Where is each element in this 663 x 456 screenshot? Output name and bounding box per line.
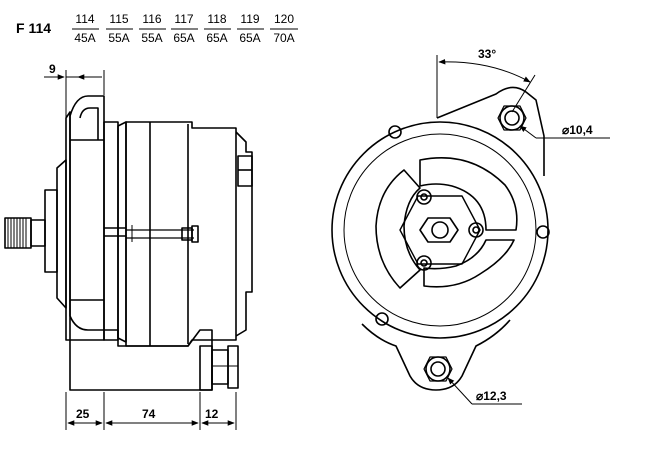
variant-rating: 65A	[173, 31, 194, 45]
variant-code: 117	[174, 12, 193, 26]
variant-code: 119	[240, 12, 259, 26]
vent-slots	[375, 157, 518, 289]
through-bolt	[126, 225, 199, 243]
variant-table: 114 115 116 117 118 119 120 45A 55A 55A …	[72, 12, 298, 45]
hole-bottom-callout	[447, 377, 522, 405]
bottom-ear	[361, 319, 511, 391]
variant-rating: 65A	[239, 31, 260, 45]
dim-bottom-right-label: 12	[205, 407, 219, 421]
angle-label: 33°	[478, 47, 496, 61]
hole-top-callout	[519, 125, 610, 139]
dim-bottom-left-label: 25	[76, 407, 90, 421]
variant-code: 120	[274, 12, 294, 26]
side-view: 9	[4, 62, 253, 430]
variant-rating: 70A	[273, 31, 294, 45]
dimension-top	[44, 70, 105, 118]
rim-boss	[388, 125, 402, 139]
pulley	[69, 95, 105, 331]
front-fan	[44, 111, 71, 341]
variant-code: 115	[109, 12, 128, 26]
rim-boss	[375, 312, 389, 326]
main-body	[125, 121, 253, 347]
mounting-foot	[69, 329, 239, 391]
variant-rating: 45A	[74, 31, 95, 45]
dimension-bottom	[65, 392, 237, 430]
center-hub	[399, 189, 484, 271]
variant-rating: 65A	[206, 31, 227, 45]
model-label: F 114	[16, 20, 51, 36]
header: F 114 114 115 116 117 118 119 120 45A 55…	[16, 12, 298, 45]
housing-inner	[343, 133, 537, 327]
shaft	[4, 217, 46, 249]
dim-top-label: 9	[49, 62, 56, 76]
variant-rating: 55A	[141, 31, 162, 45]
variant-rating: 55A	[108, 31, 129, 45]
variant-code: 114	[75, 12, 94, 26]
hole-bottom-label: ⌀12,3	[476, 389, 507, 403]
variant-code: 116	[142, 12, 161, 26]
front-view: 33° ⌀10,4	[331, 47, 610, 405]
dim-bottom-mid-label: 74	[142, 407, 156, 421]
variant-code: 118	[207, 12, 226, 26]
front-housing	[103, 121, 127, 343]
rim-boss	[536, 225, 550, 239]
hole-top-label: ⌀10,4	[562, 123, 593, 137]
